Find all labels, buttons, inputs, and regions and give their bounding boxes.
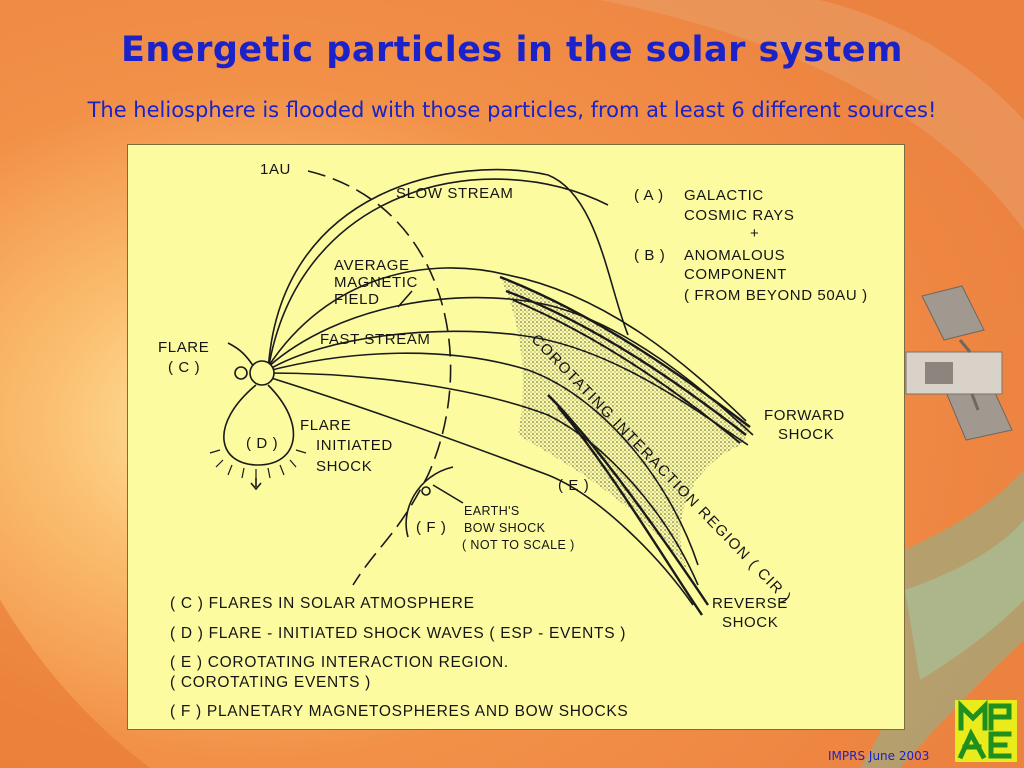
label-earth-bow-shock-2: BOW SHOCK xyxy=(464,521,546,535)
label-flare-d: ( D ) xyxy=(246,435,279,452)
label-1au: 1AU xyxy=(260,161,291,178)
label-earth-bow-shock: EARTH'S xyxy=(464,504,520,518)
label-average-field-2: MAGNETIC xyxy=(334,274,418,291)
fast-stream-line xyxy=(267,352,699,566)
satellite-icon xyxy=(905,285,1013,441)
label-reverse-shock-2: SHOCK xyxy=(722,614,779,631)
label-source-b: ( B ) xyxy=(634,247,666,264)
legend-item: ( C ) FLARES IN SOLAR ATMOSPHERE xyxy=(170,595,475,612)
legend-item: ( E ) COROTATING INTERACTION REGION. xyxy=(170,654,509,671)
heliosphere-diagram: 1AU SLOW STREAM AVERAGE MAGNETIC FIELD F… xyxy=(127,144,905,730)
shock-ticks xyxy=(209,449,307,479)
label-forward-shock-2: SHOCK xyxy=(778,426,835,443)
legend-item: ( D ) FLARE - INITIATED SHOCK WAVES ( ES… xyxy=(170,625,627,642)
cir-region xyxy=(500,277,750,571)
label-average-field: AVERAGE xyxy=(334,257,410,274)
mpae-logo xyxy=(955,700,1017,762)
label-earth-bow-shock-3: ( NOT TO SCALE ) xyxy=(462,538,575,552)
label-cosmic-rays: COSMIC RAYS xyxy=(684,207,795,224)
orbit-1au xyxy=(307,170,452,586)
label-e: ( E ) xyxy=(558,477,590,494)
label-flare: FLARE xyxy=(158,339,210,356)
mpae-logo-icon xyxy=(957,700,1012,760)
label-fast-stream: FAST STREAM xyxy=(320,331,431,348)
slow-stream-line xyxy=(267,168,629,374)
legend-item: ( F ) PLANETARY MAGNETOSPHERES AND BOW S… xyxy=(170,703,629,720)
label-slow-stream: SLOW STREAM xyxy=(396,185,514,202)
diagram-drawing xyxy=(209,168,754,616)
label-component: COMPONENT xyxy=(684,266,787,283)
label-flare-shock-3: SHOCK xyxy=(316,458,373,475)
label-average-field-3: FIELD xyxy=(334,291,380,308)
label-reverse-shock: REVERSE xyxy=(712,595,788,612)
label-source-a: ( A ) xyxy=(634,187,664,204)
slide-subtitle: The heliosphere is flooded with those pa… xyxy=(87,98,937,122)
label-galactic: GALACTIC xyxy=(684,187,764,204)
label-anomalous: ANOMALOUS xyxy=(684,247,786,264)
label-flare-c: ( C ) xyxy=(168,359,201,376)
sun-icon xyxy=(249,360,275,386)
label-flare-shock: FLARE xyxy=(300,417,352,434)
label-plus: + xyxy=(750,225,760,242)
slide-footer: IMPRS June 2003 xyxy=(828,749,930,763)
legend-item: ( COROTATING EVENTS ) xyxy=(170,674,371,691)
earth-bow-shock xyxy=(405,466,454,538)
label-f: ( F ) xyxy=(416,519,447,536)
slide-title: Energetic particles in the solar system xyxy=(121,30,903,70)
label-forward-shock: FORWARD xyxy=(764,407,845,424)
label-from-beyond: ( FROM BEYOND 50AU ) xyxy=(684,287,868,304)
label-flare-shock-2: INITIATED xyxy=(316,437,393,454)
